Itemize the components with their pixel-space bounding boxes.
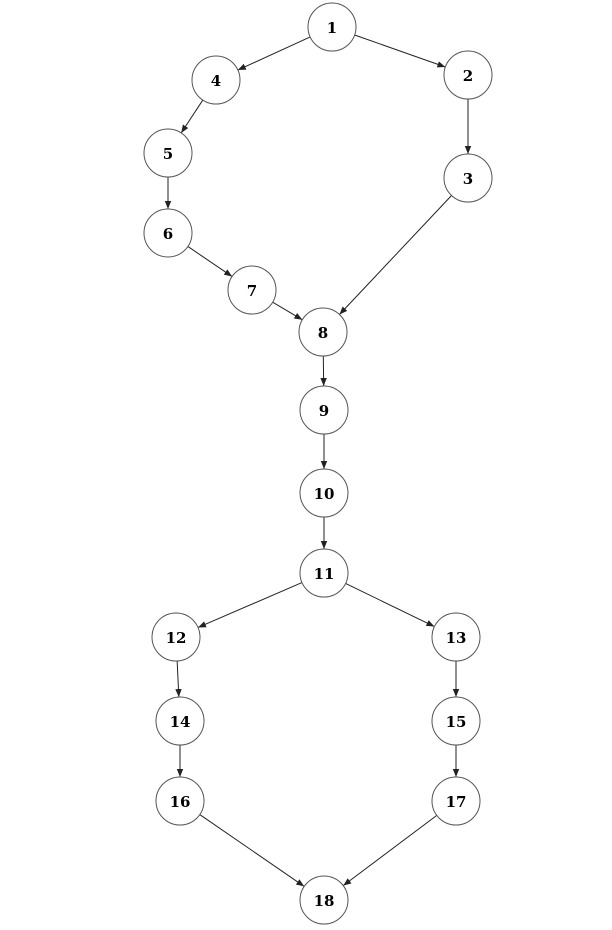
node-14: 14 (155, 696, 205, 746)
node-label: 5 (163, 145, 173, 163)
node-16: 16 (155, 776, 205, 826)
node-circle (299, 548, 349, 598)
node-circle (143, 208, 193, 258)
node-circle (431, 696, 481, 746)
edge-4-to-5 (180, 99, 204, 134)
node-label: 8 (318, 324, 328, 342)
node-3: 3 (443, 153, 493, 203)
node-11: 11 (299, 548, 349, 598)
node-circle (299, 385, 349, 435)
node-18: 18 (299, 875, 349, 925)
node-9: 9 (299, 385, 349, 435)
edge-3-to-8 (339, 195, 452, 315)
edge-1-to-2 (354, 34, 446, 68)
edge-12-to-14 (175, 660, 182, 698)
node-circle (155, 776, 205, 826)
node-label: 16 (170, 793, 191, 811)
node-label: 1 (327, 19, 337, 37)
node-label: 7 (247, 282, 257, 300)
node-4: 4 (191, 55, 241, 105)
node-8: 8 (298, 307, 348, 357)
node-label: 15 (446, 713, 467, 731)
node-label: 18 (314, 892, 335, 910)
node-10: 10 (299, 468, 349, 518)
node-circle (191, 55, 241, 105)
edge-11-to-13 (345, 583, 435, 627)
node-circle (443, 50, 493, 100)
node-label: 17 (446, 793, 467, 811)
node-12: 12 (151, 612, 201, 662)
node-circle (431, 612, 481, 662)
node-7: 7 (227, 265, 277, 315)
node-1: 1 (307, 2, 357, 52)
node-circle (227, 265, 277, 315)
node-circle (431, 776, 481, 826)
node-circle (298, 307, 348, 357)
edge-11-to-12 (197, 582, 303, 628)
node-label: 3 (463, 170, 473, 188)
node-circle (299, 468, 349, 518)
node-label: 6 (163, 225, 173, 243)
node-circle (155, 696, 205, 746)
node-label: 4 (211, 72, 221, 90)
node-circle (151, 612, 201, 662)
edge-17-to-18 (342, 815, 438, 886)
edge-6-to-7 (187, 246, 233, 277)
node-17: 17 (431, 776, 481, 826)
node-circle (443, 153, 493, 203)
node-circle (143, 128, 193, 178)
node-label: 9 (319, 402, 329, 420)
edge-16-to-18 (199, 814, 305, 887)
node-2: 2 (443, 50, 493, 100)
node-label: 2 (463, 67, 473, 85)
node-circle (299, 875, 349, 925)
node-label: 10 (314, 485, 335, 503)
node-15: 15 (431, 696, 481, 746)
node-circle (307, 2, 357, 52)
node-5: 5 (143, 128, 193, 178)
node-13: 13 (431, 612, 481, 662)
node-label: 13 (446, 629, 467, 647)
edge-1-to-4 (237, 36, 311, 71)
node-label: 12 (166, 629, 187, 647)
node-label: 11 (314, 565, 335, 583)
node-label: 14 (170, 713, 191, 731)
node-6: 6 (143, 208, 193, 258)
edge-7-to-8 (272, 301, 303, 321)
